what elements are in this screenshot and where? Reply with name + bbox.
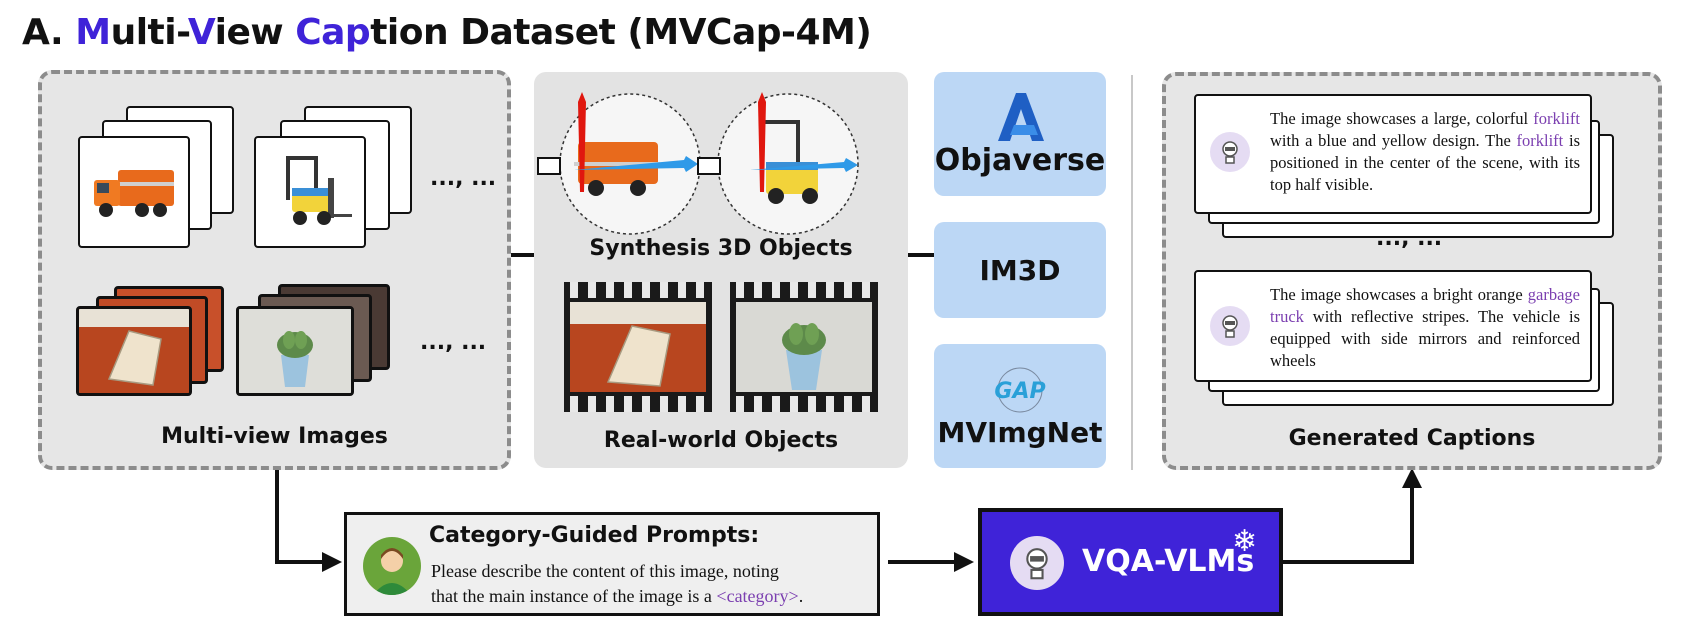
robot-icon	[1210, 306, 1250, 346]
caption-text-segment: The image showcases a bright orange	[1270, 285, 1528, 304]
multiview-label: Multi-view Images	[161, 424, 388, 449]
title-text: Multi-View Caption Dataset (MVCap-4M)	[75, 12, 872, 53]
arrow-vqa-to-captions	[1283, 468, 1422, 564]
objects-panel: Synthesis 3D Objects Real-world Objects	[534, 72, 908, 468]
title-text-part: tion Dataset (MVCap-4M)	[370, 12, 872, 53]
truck-view-image	[78, 136, 190, 248]
bag-photo	[570, 302, 706, 392]
prompt-box: Category-Guided Prompts: Please describe…	[344, 512, 880, 616]
film-sprocket-top	[730, 282, 878, 298]
title-accent-letters: M	[75, 12, 111, 53]
captions-label: Generated Captions	[1288, 426, 1536, 451]
vqa-label: VQA-VLMs	[1082, 544, 1255, 579]
film-sprocket-bottom	[730, 396, 878, 412]
multiview-ellipsis-bottom: ..., ...	[420, 330, 487, 355]
captions-panel: The image showcases a large, colorful fo…	[1162, 72, 1662, 470]
caption-1-text: The image showcases a large, colorful fo…	[1270, 108, 1580, 196]
synthesis-label: Synthesis 3D Objects	[589, 236, 853, 261]
handbag-icon	[79, 309, 189, 393]
source-mvimgnet-name: MVImgNet	[937, 415, 1103, 449]
film-sprocket-bottom	[564, 396, 712, 412]
caption-2-text: The image showcases a bright orange garb…	[1270, 284, 1580, 372]
highlighted-category: garbage truck	[1270, 285, 1580, 326]
highlighted-category: forklift	[1533, 109, 1580, 128]
gap-logo-icon: GAP	[994, 367, 1046, 412]
bag-view-image	[76, 306, 192, 396]
prompt-category-placeholder: <category>	[716, 586, 799, 606]
synthesis-3d-illustration	[537, 92, 859, 235]
source-mvimgnet: GAP MVImgNet	[934, 344, 1106, 468]
source-im3d: IM3D	[934, 222, 1106, 318]
prompt-line-1: Please describe the content of this imag…	[431, 561, 779, 581]
caption-text-segment: with reflective stripes. The vehicle is …	[1270, 307, 1580, 370]
diagram-title: A. Multi-View Caption Dataset (MVCap-4M)	[22, 12, 872, 53]
highlighted-category: forklift	[1516, 131, 1564, 150]
plant-view-image	[236, 306, 354, 396]
source-im3d-name: IM3D	[979, 253, 1061, 287]
objaverse-logo-icon	[998, 92, 1044, 141]
potted-plant-icon	[239, 309, 351, 393]
robot-icon	[1210, 132, 1250, 172]
forklift-view-image	[254, 136, 366, 248]
caption-text-segment: The image showcases a large, colorful	[1270, 109, 1534, 128]
robot-icon	[1010, 536, 1064, 590]
plant-photo	[736, 302, 872, 392]
multiview-ellipsis-top: ..., ...	[430, 166, 497, 191]
snowflake-icon: ❄	[1232, 525, 1258, 558]
garbage-truck-icon	[94, 170, 174, 217]
vqa-vlms-box: VQA-VLMs ❄	[978, 508, 1283, 616]
title-accent-letters: Cap	[295, 12, 371, 53]
source-objaverse-name: Objaverse	[934, 142, 1106, 178]
svg-text:GAP: GAP	[994, 379, 1045, 404]
prompt-text: Please describe the content of this imag…	[431, 559, 803, 609]
caption-card-1: The image showcases a large, colorful fo…	[1194, 94, 1592, 214]
arrow-multiview-to-prompt	[275, 468, 342, 572]
user-avatar-icon	[363, 537, 421, 595]
film-strip-bag	[564, 282, 712, 412]
film-strip-plant	[730, 282, 878, 412]
caption-card-2: The image showcases a bright orange garb…	[1194, 270, 1592, 382]
source-objaverse: Objaverse	[934, 72, 1106, 196]
title-text-part: iew	[214, 12, 296, 53]
caption-text-segment: is positioned in the center of the scene…	[1270, 131, 1580, 194]
title-accent-letters: V	[187, 12, 215, 53]
captions-ellipsis: ..., ...	[1376, 226, 1443, 251]
caption-text-segment: with a blue and yellow design. The	[1270, 131, 1517, 150]
title-text-part: ulti-	[110, 12, 189, 53]
prompt-line-2: that the main instance of the image is a…	[431, 586, 804, 606]
realworld-label: Real-world Objects	[603, 428, 839, 453]
forklift-icon	[286, 156, 352, 225]
film-sprocket-top	[564, 282, 712, 298]
title-prefix: A.	[22, 12, 76, 53]
multiview-panel: ..., ... ..., ... Multi-view Images	[38, 70, 511, 470]
prompt-heading: Category-Guided Prompts:	[429, 523, 760, 548]
